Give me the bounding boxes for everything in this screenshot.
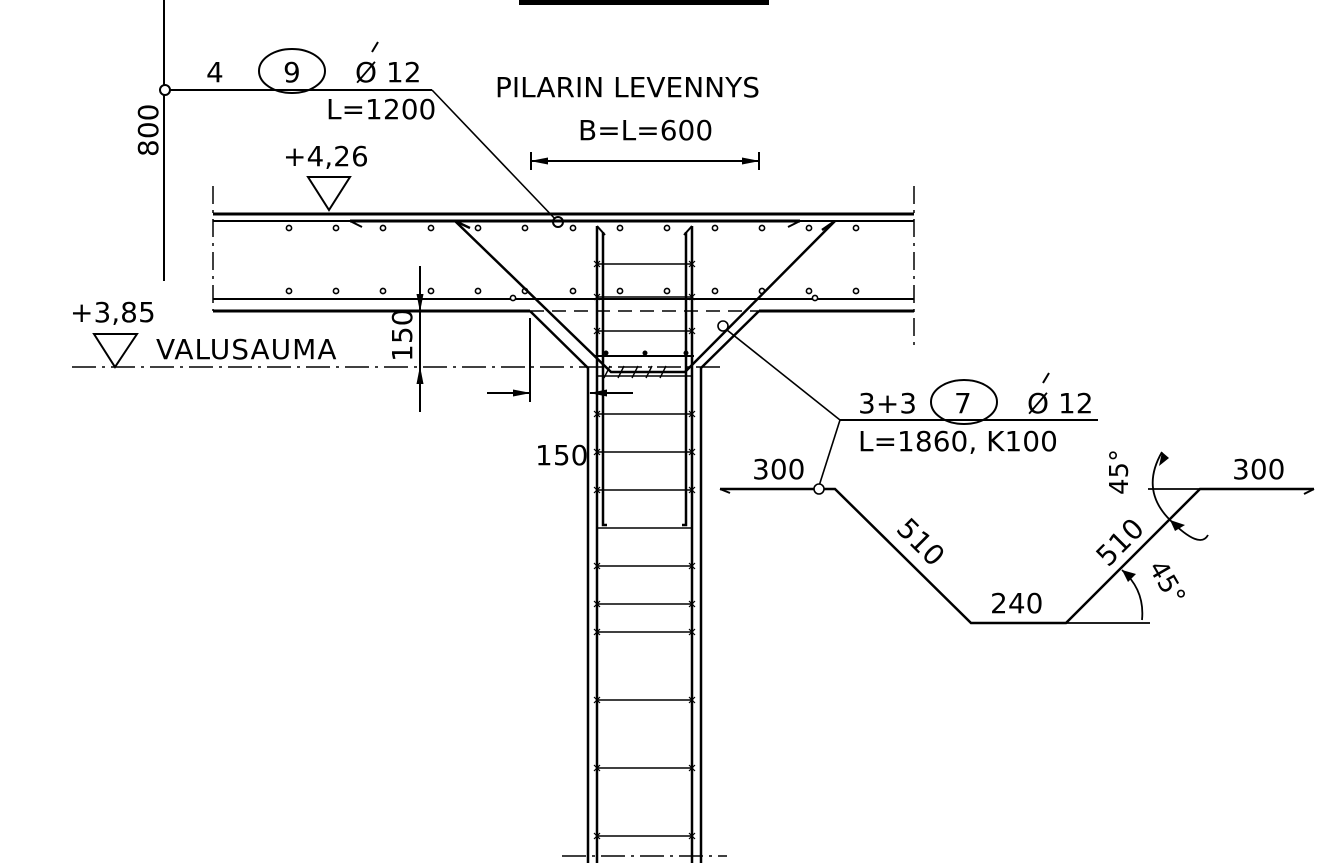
bent-bars-in-section xyxy=(454,219,836,374)
bent-bar-leader-dot xyxy=(813,483,825,495)
bent-bar-leader xyxy=(717,320,1098,487)
upper-rebar-diameter: Ø 12 xyxy=(355,56,422,89)
bent-bar-diameter: Ø 12 xyxy=(1027,387,1094,420)
seg-diag-left: 510 xyxy=(890,512,951,573)
diameter-slash-1 xyxy=(371,41,379,53)
dim-150-horizontal-text: 150 xyxy=(535,439,588,472)
stirrup-ticks xyxy=(593,260,696,840)
bent-bar-mark: 7 xyxy=(954,387,972,420)
haunch-outline xyxy=(529,310,760,863)
level-top-triangle xyxy=(306,176,352,212)
seg-left: 300 xyxy=(752,453,805,486)
seg-diag-right: 510 xyxy=(1090,512,1151,573)
slab xyxy=(212,186,915,345)
level-top: +4,26 xyxy=(283,140,369,173)
upper-rebar-mark: 9 xyxy=(283,56,301,89)
level-bottom: +3,85 xyxy=(70,296,156,329)
angle-top-arrow-1 xyxy=(1159,452,1169,466)
level-bottom-triangle xyxy=(92,333,139,369)
bent-bar-spec: L=1860, K100 xyxy=(858,425,1058,458)
upper-rebar-length: L=1200 xyxy=(326,93,436,126)
dim-150-vertical-text: 150 xyxy=(386,309,419,362)
angle-top-marks xyxy=(1148,451,1209,541)
seg-right: 300 xyxy=(1232,453,1285,486)
slab-top-bar xyxy=(349,219,801,228)
column-stirrups xyxy=(597,263,692,837)
bent-bar-mark-circle xyxy=(930,379,998,425)
title-bar xyxy=(519,0,769,5)
bent-bar-count: 3+3 xyxy=(858,387,917,420)
upper-rebar-count: 4 xyxy=(206,56,224,89)
angle-top: 45° xyxy=(1105,449,1135,495)
angle-bottom-arrow xyxy=(1122,570,1136,582)
joint-hatch xyxy=(595,355,694,379)
column-rebar xyxy=(595,225,694,863)
widening-dimension xyxy=(530,152,760,170)
joint-dots xyxy=(603,350,689,356)
left-vertical-leader xyxy=(159,0,564,281)
dim-800: 800 xyxy=(132,104,165,157)
seg-bottom: 240 xyxy=(990,587,1043,620)
widening-title: PILARIN LEVENNYS xyxy=(495,71,760,104)
angle-top-arrow-2 xyxy=(1170,520,1185,531)
upper-rebar-mark-circle xyxy=(258,48,326,94)
slab-rebar-dots xyxy=(285,224,860,302)
dim-150-horizontal xyxy=(487,318,633,402)
pour-joint-label: VALUSAUMA xyxy=(156,333,337,366)
widening-size: B=L=600 xyxy=(578,114,713,147)
diameter-slash-2 xyxy=(1042,372,1050,384)
dim-150-vertical xyxy=(408,266,432,412)
angle-bottom: 45° xyxy=(1142,556,1191,611)
angle-bottom-marks xyxy=(1066,569,1150,624)
